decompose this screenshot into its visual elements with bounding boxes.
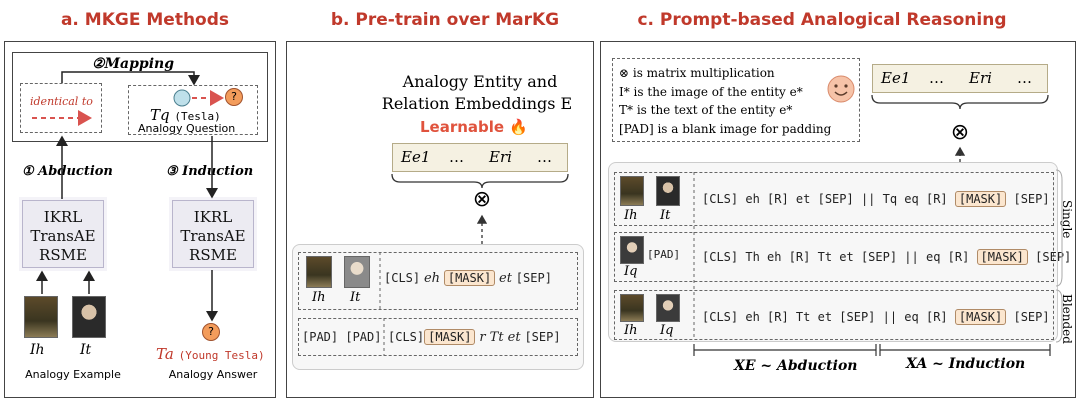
legend-item: [PAD] is a blank image for padding xyxy=(619,121,832,136)
otimes-icon: ⊗ xyxy=(472,187,492,212)
smiley-icon xyxy=(827,75,855,103)
ta-label: Ta (Young Tesla) xyxy=(156,345,265,363)
embeddings-line1: Analogy Entity and xyxy=(402,72,558,91)
answer-node-icon: ? xyxy=(202,323,220,341)
sequence-text-c1: [CLS] eh [R] et [SEP] || Tq eq [R] [MASK… xyxy=(702,191,1050,207)
induction-label: ③ Induction xyxy=(166,164,254,179)
image-it xyxy=(656,176,680,206)
legend-box: ⊗ is matrix multiplication I* is the ima… xyxy=(612,58,860,142)
panel-b-title: b. Pre-train over MarKG xyxy=(330,10,560,30)
panel-a-title: a. MKGE Methods xyxy=(60,10,230,30)
sequence-container-b xyxy=(292,244,584,370)
abduction-label: ① Abduction xyxy=(22,164,113,179)
identical-to-label: identical to xyxy=(30,95,93,108)
pad-token: [PAD] xyxy=(647,248,681,261)
analogy-question-label: Analogy Question xyxy=(138,122,236,135)
panel-b xyxy=(286,41,594,398)
sequence-text-c3: [CLS] eh [R] Tt et [SEP] || eq [R] [MASK… xyxy=(702,309,1050,325)
learnable-label: Learnable 🔥 xyxy=(420,118,529,136)
image-iq xyxy=(620,236,644,264)
it-label: It xyxy=(80,342,92,358)
tq-label: Tq (Tesla) xyxy=(150,106,221,124)
sequence-text-b1: [CLS] eh [MASK] et [SEP] xyxy=(384,270,552,286)
pad-tokens: [PAD] [PAD] xyxy=(302,330,382,344)
mask-token: [MASK] xyxy=(424,329,476,345)
emb-item: Eri xyxy=(489,148,512,166)
panel-c xyxy=(600,41,1076,398)
mapping-box xyxy=(12,52,268,142)
img-label: Ih xyxy=(624,323,638,338)
abduction-span-label: XE ~ Abduction xyxy=(734,358,858,374)
induction-span-label: XA ~ Induction xyxy=(906,356,1026,372)
ih-label: Ih xyxy=(312,290,326,305)
sequence-row-b2 xyxy=(298,318,578,356)
legend-item: T* is the text of the entity e* xyxy=(619,103,793,117)
analogy-example-label: Analogy Example xyxy=(25,368,121,381)
image-ih xyxy=(24,296,58,338)
mapping-label: ②Mapping xyxy=(92,56,174,72)
img-label: Ih xyxy=(624,208,638,223)
legend-item: I* is the image of the entity e* xyxy=(619,84,803,99)
emb-item: Eri xyxy=(969,69,992,87)
mask-token: [MASK] xyxy=(443,270,496,286)
sequence-row-c2 xyxy=(614,232,1054,282)
emb-item: Ee1 xyxy=(401,148,431,166)
question-node-icon: ? xyxy=(225,88,243,106)
mask-token: [MASK] xyxy=(976,249,1028,265)
sequence-row-c1 xyxy=(614,172,1054,226)
otimes-icon: ⊗ xyxy=(950,120,970,145)
image-ih xyxy=(620,294,644,322)
image-it xyxy=(344,256,370,288)
embeddings-line2: Relation Embeddings E xyxy=(381,94,573,113)
flame-icon: 🔥 xyxy=(509,118,529,136)
mask-token: [MASK] xyxy=(954,191,1007,207)
embedding-bar-b: Ee1 … Eri … xyxy=(392,143,568,172)
ih-label: Ih xyxy=(30,342,45,358)
panel-a xyxy=(4,41,276,398)
image-ih xyxy=(306,256,332,288)
panel-c-title: c. Prompt-based Analogical Reasoning xyxy=(637,10,1007,30)
sequence-row-b1 xyxy=(298,252,578,310)
mask-token: [MASK] xyxy=(954,309,1007,325)
image-ih xyxy=(620,176,644,206)
sequence-text-b2: [CLS][MASK] r Tt et [SEP] xyxy=(388,329,561,345)
analogy-question-box xyxy=(128,85,258,135)
image-it xyxy=(72,296,106,338)
emb-item: Ee1 xyxy=(881,69,911,87)
it-label: It xyxy=(350,290,361,305)
identical-box xyxy=(20,83,102,133)
img-label: It xyxy=(660,208,671,223)
emb-item: … xyxy=(449,148,464,166)
image-iq xyxy=(656,294,680,322)
sequence-row-c3 xyxy=(614,290,1054,340)
emb-item: … xyxy=(929,69,944,87)
analogy-answer-label: Analogy Answer xyxy=(168,368,258,381)
emb-item: … xyxy=(1017,69,1032,87)
sequence-text-c2: [CLS] Th eh [R] Tt et [SEP] || eq [R] [M… xyxy=(702,249,1072,265)
img-label: Iq xyxy=(660,323,674,338)
embedding-bar-c: Ee1 … Eri … xyxy=(872,64,1048,93)
emb-item: … xyxy=(537,148,552,166)
img-label: Iq xyxy=(624,264,638,279)
legend-item: ⊗ is matrix multiplication xyxy=(619,66,775,80)
